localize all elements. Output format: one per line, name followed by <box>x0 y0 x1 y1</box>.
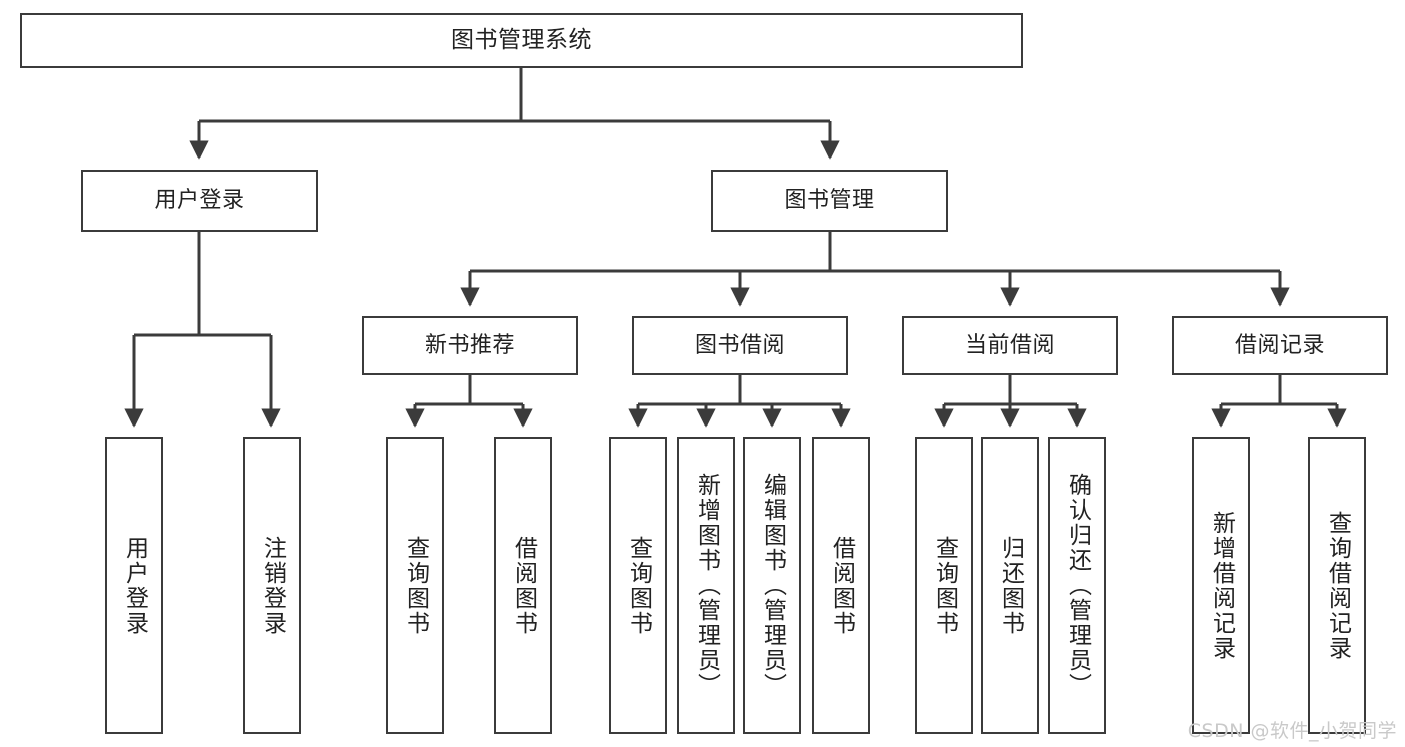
node-leaf-return-book[interactable]: 归还图书 <box>981 437 1039 734</box>
node-leaf-borrow-book-1-label: 借阅图书 <box>510 535 537 636</box>
node-leaf-user-login-label: 用户登录 <box>121 535 148 636</box>
node-root-label: 图书管理系统 <box>451 26 592 53</box>
node-leaf-return-book-label: 归还图书 <box>997 535 1024 636</box>
csdn-watermark: CSDN @软件_小贺同学 <box>1187 720 1397 742</box>
node-leaf-query-book-1[interactable]: 查询图书 <box>386 437 444 734</box>
node-leaf-confirm-return-label: 确认归还（管理员） <box>1064 473 1091 698</box>
node-borrow-record-label: 借阅记录 <box>1234 332 1325 358</box>
node-leaf-query-book-3-label: 查询图书 <box>931 535 958 636</box>
node-borrow-record[interactable]: 借阅记录 <box>1172 316 1388 375</box>
node-leaf-logout-login-label: 注销登录 <box>259 535 286 636</box>
node-leaf-add-borrow-record[interactable]: 新增借阅记录 <box>1192 437 1250 734</box>
node-leaf-borrow-book-2-label: 借阅图书 <box>828 535 855 636</box>
node-book-borrow-label: 图书借阅 <box>694 332 785 358</box>
node-current-borrow-label: 当前借阅 <box>964 332 1055 358</box>
node-book-borrow[interactable]: 图书借阅 <box>632 316 848 375</box>
node-leaf-query-book-3[interactable]: 查询图书 <box>915 437 973 734</box>
node-leaf-logout-login[interactable]: 注销登录 <box>243 437 301 734</box>
node-book-manage-label: 图书管理 <box>784 188 875 214</box>
node-leaf-query-borrow-record[interactable]: 查询借阅记录 <box>1308 437 1366 734</box>
node-leaf-query-book-2[interactable]: 查询图书 <box>609 437 667 734</box>
node-new-book-recommend[interactable]: 新书推荐 <box>362 316 578 375</box>
node-leaf-borrow-book-1[interactable]: 借阅图书 <box>494 437 552 734</box>
node-leaf-add-borrow-record-label: 新增借阅记录 <box>1208 510 1235 661</box>
node-leaf-edit-book[interactable]: 编辑图书（管理员） <box>743 437 801 734</box>
node-leaf-add-book-label: 新增图书（管理员） <box>693 473 720 698</box>
node-leaf-borrow-book-2[interactable]: 借阅图书 <box>812 437 870 734</box>
node-user-login-label: 用户登录 <box>154 188 245 214</box>
node-leaf-confirm-return[interactable]: 确认归还（管理员） <box>1048 437 1106 734</box>
node-leaf-add-book[interactable]: 新增图书（管理员） <box>677 437 735 734</box>
node-leaf-query-borrow-record-label: 查询借阅记录 <box>1324 510 1351 661</box>
node-root[interactable]: 图书管理系统 <box>20 13 1023 68</box>
node-leaf-query-book-2-label: 查询图书 <box>625 535 652 636</box>
node-leaf-query-book-1-label: 查询图书 <box>402 535 429 636</box>
node-user-login[interactable]: 用户登录 <box>81 170 318 232</box>
node-leaf-user-login[interactable]: 用户登录 <box>105 437 163 734</box>
node-leaf-edit-book-label: 编辑图书（管理员） <box>759 473 786 698</box>
node-current-borrow[interactable]: 当前借阅 <box>902 316 1118 375</box>
node-new-book-recommend-label: 新书推荐 <box>424 332 515 358</box>
node-book-manage[interactable]: 图书管理 <box>711 170 948 232</box>
